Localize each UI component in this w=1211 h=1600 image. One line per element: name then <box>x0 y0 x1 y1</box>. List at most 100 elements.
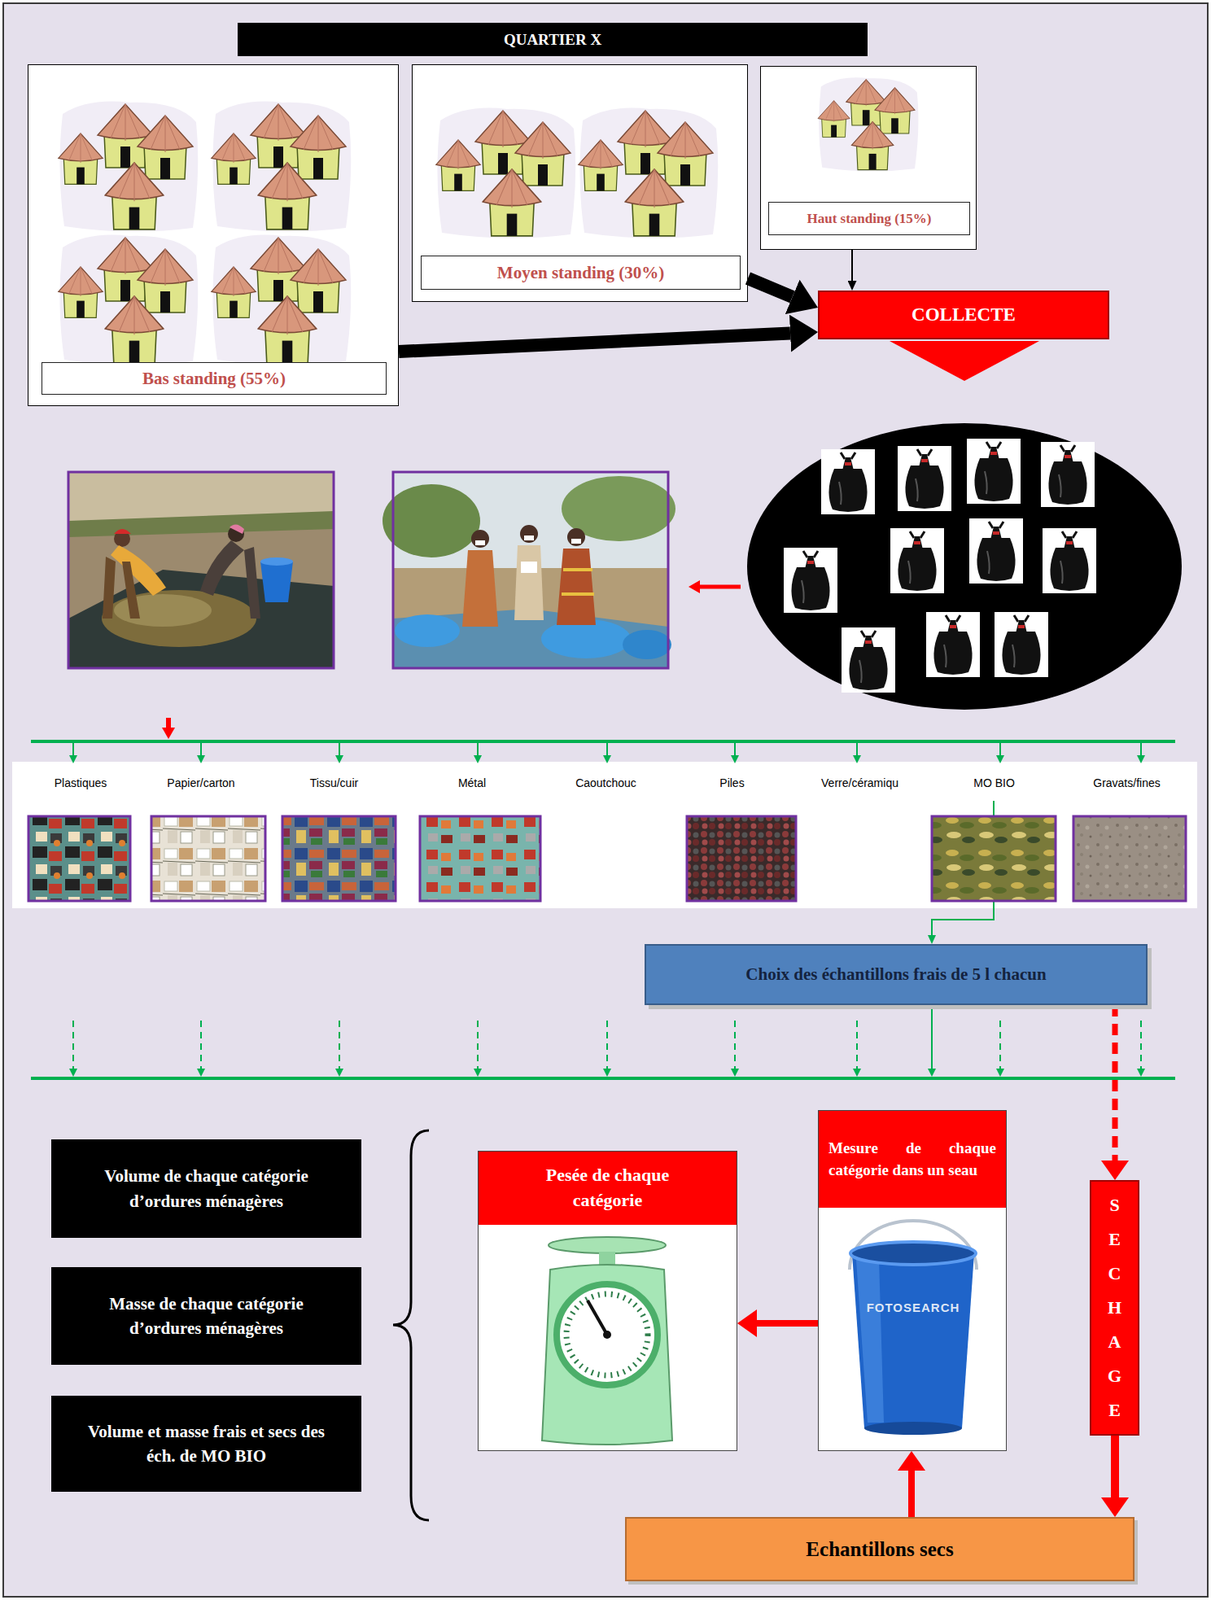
flow-arrow <box>699 585 741 590</box>
label-box: Haut standing (15%) <box>768 201 971 236</box>
kitchen-scale <box>542 1237 673 1445</box>
output-box: Volume et masse frais et secs des éch. d… <box>51 1395 362 1492</box>
green-rail <box>476 742 479 756</box>
district-panel: Haut standing (15%) <box>760 65 977 250</box>
dashed-rail <box>476 1020 479 1069</box>
frame <box>3 3 1208 1597</box>
flow-arrow <box>1112 1005 1119 1161</box>
dashed-rail <box>999 1020 1002 1069</box>
bag-pile <box>966 438 1021 504</box>
category-box: Papier/carton <box>139 765 263 801</box>
team-photo <box>524 535 534 541</box>
node-text: Pesée de chaque catégorie <box>511 1162 704 1214</box>
sorting-photo <box>229 524 245 534</box>
green-rail <box>856 742 858 756</box>
label-box: Bas standing (55%) <box>41 362 387 395</box>
dashed-rail <box>1140 1020 1142 1069</box>
header-band: Mesure de chaque catégorie dans un seau <box>818 1110 1006 1208</box>
title-bar: QUARTIER X <box>237 22 868 57</box>
sorting-photo <box>244 546 261 619</box>
dashed-rail <box>734 1020 736 1069</box>
team-photo <box>520 524 538 543</box>
category-photos <box>151 816 266 901</box>
node-text: Gravats/fines <box>1092 776 1160 790</box>
team-photo <box>567 528 586 547</box>
marker-arrow <box>166 717 171 728</box>
hut-clusters <box>436 108 576 239</box>
category-box: Gravats/fines <box>1062 765 1191 801</box>
team-photo <box>541 619 631 659</box>
step-panel: Pesée de chaque catégorie <box>477 1150 738 1452</box>
node-text: Choix des échantillons frais de 5 l chac… <box>745 964 1046 985</box>
bag-pile <box>841 627 896 693</box>
bag-pile <box>1040 441 1095 508</box>
bucket <box>849 1220 977 1435</box>
team-photo <box>471 529 490 548</box>
bag-pile <box>747 423 1182 710</box>
node-text: Moyen standing (30%) <box>497 262 665 284</box>
flow-arrow <box>398 333 791 352</box>
team-photo <box>556 548 596 626</box>
team-photo <box>514 545 544 621</box>
node-text: Volume de chaque catégorie d’ordures mén… <box>84 1163 329 1214</box>
team-photo <box>382 484 481 558</box>
sorting-photo <box>260 557 293 566</box>
category-photos <box>686 816 796 901</box>
category-box: Verre/céramiqu <box>795 765 924 801</box>
district-panel: Bas standing (55%) <box>27 64 399 407</box>
category-photos <box>1073 816 1186 901</box>
sorting-photo <box>68 472 334 669</box>
node-text: Volume et masse frais et secs des éch. d… <box>84 1419 329 1469</box>
dashed-rail <box>338 1020 341 1069</box>
team-photo <box>394 614 460 648</box>
process-box: Choix des échantillons frais de 5 l chac… <box>644 944 1148 1006</box>
process-box: SECHAGE <box>1089 1180 1140 1436</box>
flow-arrow <box>851 249 853 281</box>
category-photos <box>28 816 1186 901</box>
category-photos <box>28 816 131 901</box>
node-text: Plastiques <box>54 776 108 790</box>
process-box: Echantillons secs <box>625 1517 1135 1582</box>
node-text: MO BIO <box>973 776 1015 790</box>
node-text: Masse de chaque catégorie d’ordures ména… <box>84 1291 329 1342</box>
category-box: Caoutchouc <box>550 765 661 801</box>
node-text: COLLECTE <box>911 304 1016 326</box>
kitchen-scale <box>566 1294 648 1376</box>
sorting-photo <box>102 556 140 619</box>
node-text: Caoutchouc <box>575 776 637 790</box>
green-rail <box>200 742 202 756</box>
bag-pile <box>821 449 875 515</box>
panel-fill <box>817 1110 1007 1452</box>
sorting-photo <box>68 511 334 538</box>
node-text: Métal <box>458 776 486 790</box>
sorting-photo <box>101 590 257 648</box>
bucket <box>852 1253 975 1429</box>
green-rail <box>30 741 1176 756</box>
curly-brace <box>393 1130 429 1521</box>
kitchen-scale <box>556 1284 658 1386</box>
flow-arrow <box>908 1470 915 1518</box>
hut-clusters <box>578 108 718 239</box>
sorting-photo <box>113 528 132 534</box>
node-text: Papier/carton <box>166 776 235 790</box>
sorting-photo <box>110 545 167 596</box>
sorting-photo <box>200 540 245 596</box>
kitchen-scale <box>603 1330 612 1339</box>
bag-pile <box>897 445 952 512</box>
dashed-rail <box>856 1020 858 1069</box>
hut-clusters <box>58 101 198 232</box>
step-panel: Mesure de chaque catégorie dans un seau <box>817 1110 1007 1452</box>
team-photo <box>571 538 582 544</box>
down-arrow <box>889 341 1040 381</box>
label-box: Moyen standing (30%) <box>420 255 741 290</box>
bag-pile <box>783 547 838 613</box>
dashed-rail <box>606 1020 608 1069</box>
dashed-rail <box>931 1009 933 1069</box>
district-panel: Moyen standing (30%) <box>411 64 748 302</box>
flow-arrow <box>1110 1435 1120 1498</box>
kitchen-scale <box>587 1300 608 1335</box>
dashed-rail <box>30 1009 1176 1079</box>
flow-arrow <box>756 1320 818 1327</box>
